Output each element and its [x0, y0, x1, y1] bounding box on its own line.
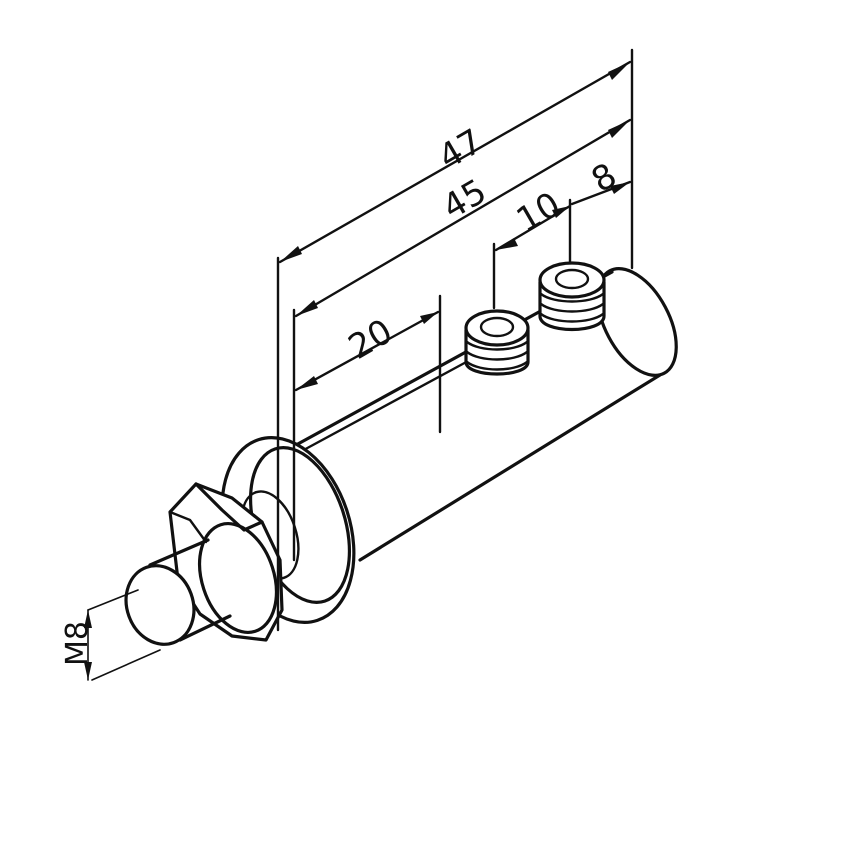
threaded-stud — [87, 538, 232, 681]
dimension-8: 8 — [585, 155, 624, 200]
dimension-thread-m8: M8 — [60, 621, 95, 666]
dimension-45: 45 — [436, 172, 493, 228]
dimension-10: 10 — [510, 185, 567, 241]
extension-lines — [87, 48, 634, 681]
arrowheads — [84, 62, 630, 680]
set-screw-2 — [538, 261, 606, 332]
set-screw-1 — [464, 309, 530, 376]
